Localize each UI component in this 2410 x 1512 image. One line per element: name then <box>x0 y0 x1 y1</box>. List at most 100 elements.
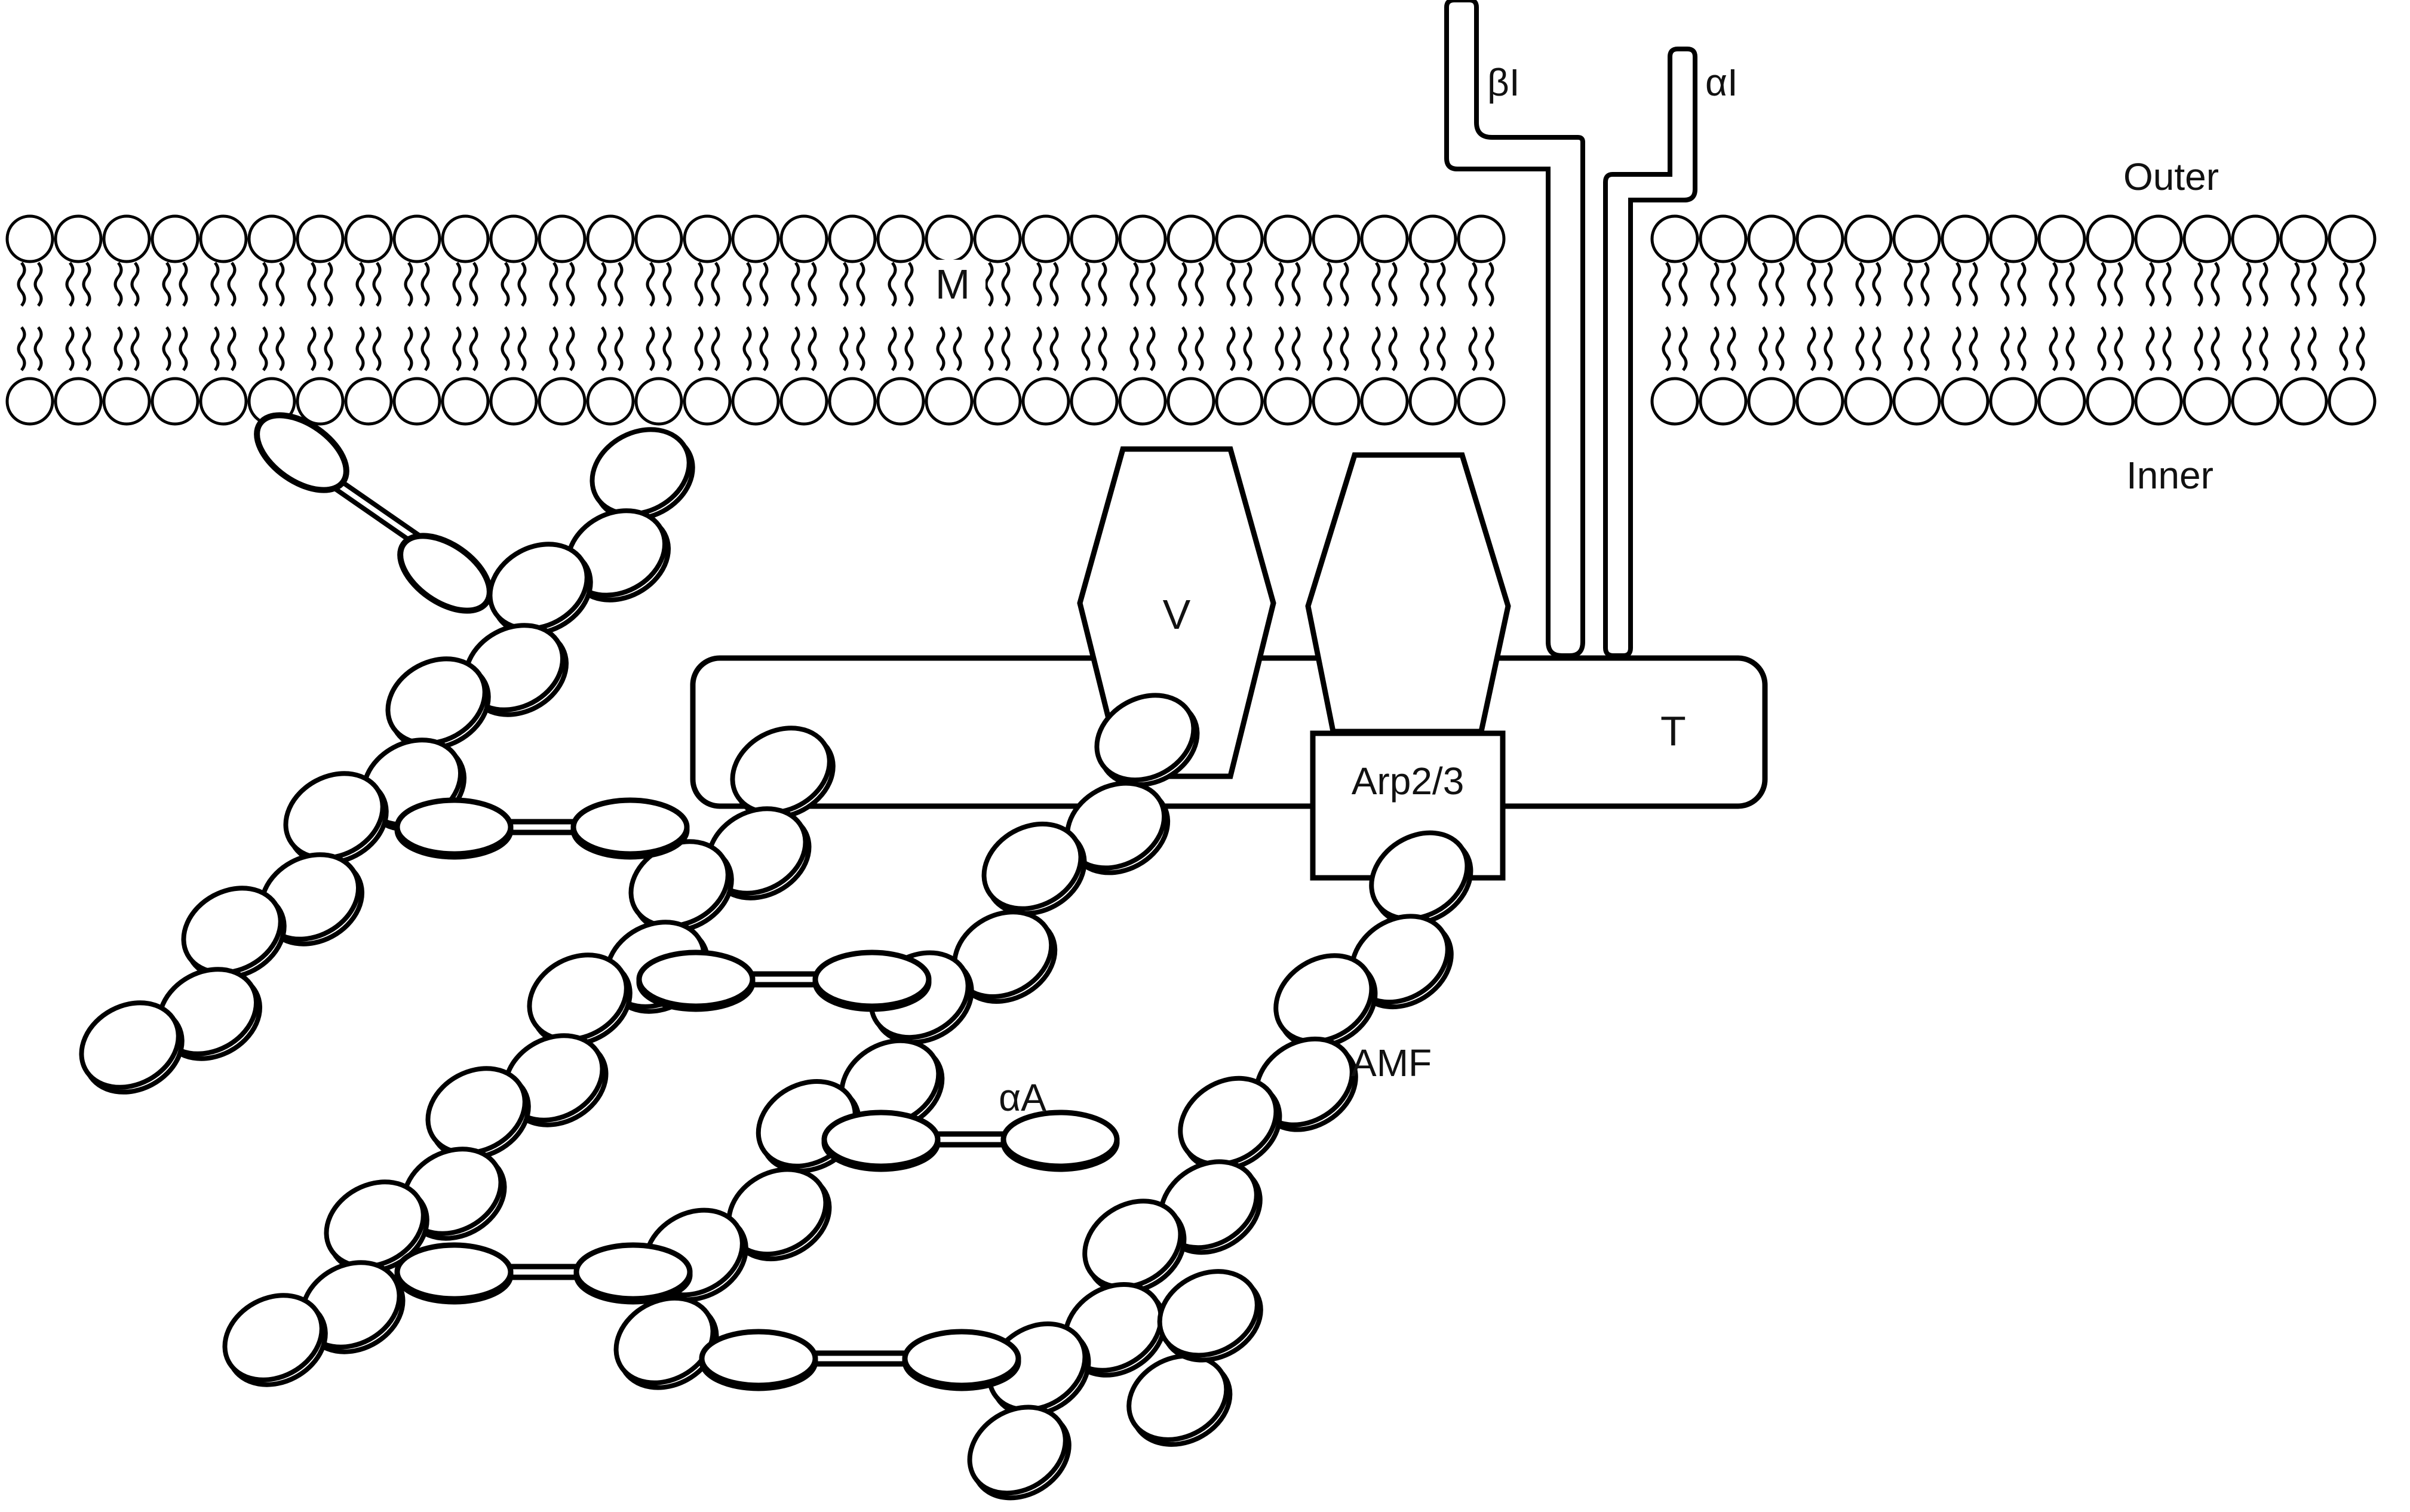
lipid-tail <box>404 262 413 307</box>
lipid-tail <box>646 262 655 307</box>
actin-monomer <box>385 656 487 746</box>
lipid-head <box>392 214 441 263</box>
lipid-head <box>973 214 1022 263</box>
lipid-tail <box>839 262 849 307</box>
lipid-tail <box>1727 326 1736 371</box>
lipid-tail <box>1226 326 1236 371</box>
lipid-tail <box>1952 326 1961 371</box>
lipid-tail <box>1033 262 1042 307</box>
alpha-actinin-head <box>570 797 690 857</box>
lipid-tail <box>597 326 607 371</box>
lipid-tail <box>1807 262 1816 307</box>
lipid-tail <box>1388 326 1398 371</box>
actin-monomer <box>79 1000 181 1090</box>
lipid-tail <box>856 262 865 307</box>
lipid-head <box>2279 214 2328 263</box>
lipid-head <box>151 377 199 426</box>
lipid-head <box>441 214 490 263</box>
lipid-tail <box>791 326 800 371</box>
lipid-tail <box>355 262 365 307</box>
lipid-head <box>2134 377 2183 426</box>
lipid-tail <box>2097 326 2107 371</box>
lipid-head <box>441 377 490 426</box>
lipid-tail <box>2242 262 2252 307</box>
lipid-tail <box>1662 326 1671 371</box>
lipid-tail <box>65 326 75 371</box>
lipid-tail <box>355 326 365 371</box>
lipid-tail <box>372 262 382 307</box>
lipid-head <box>2328 377 2377 426</box>
lipid-head <box>1941 377 1990 426</box>
lipid-tail <box>2097 262 2107 307</box>
lipid-head <box>1312 214 1361 263</box>
lipid-tail <box>1872 326 1881 371</box>
alpha-actinin-head <box>699 1329 818 1388</box>
lipid-head <box>1941 214 1990 263</box>
lipid-tail <box>2065 326 2075 371</box>
lipid-head <box>2231 377 2280 426</box>
lipid-head <box>151 214 199 263</box>
lipid-tail <box>259 326 268 371</box>
lipid-tail <box>2162 326 2172 371</box>
lipid-tail <box>711 326 720 371</box>
lipid-tail <box>1758 326 1768 371</box>
lipid-tail <box>82 262 91 307</box>
alpha-actinin-head <box>1000 1110 1120 1169</box>
lipid-tail <box>2356 262 2365 307</box>
lipid-tail <box>33 326 43 371</box>
lipid-tail <box>2291 326 2300 371</box>
lipid-tail <box>1275 262 1284 307</box>
actin-monomer <box>222 1293 324 1382</box>
lipid-tail <box>1081 262 1091 307</box>
lipid-head <box>925 214 974 263</box>
actin-monomer <box>1178 1075 1279 1167</box>
lipid-tail <box>742 326 752 371</box>
lipid-tail <box>711 262 720 307</box>
lipid-tail <box>1485 326 1494 371</box>
lipid-tail <box>2307 326 2317 371</box>
lipid-tail <box>1098 262 1107 307</box>
arp23-label: Arp2/3 <box>1352 760 1465 803</box>
lipid-head <box>1263 377 1312 426</box>
lipid-tail <box>953 326 962 371</box>
lipid-tail <box>791 262 800 307</box>
membrane-anchor <box>254 412 349 493</box>
lipid-head <box>1650 377 1699 426</box>
alpha-actinin-head <box>812 949 932 1009</box>
alpha-actinin-head <box>394 797 514 857</box>
lipid-tail <box>113 262 123 307</box>
membrane-linker <box>333 480 420 543</box>
alpha-integrin-label: αI <box>1705 61 1738 104</box>
lipid-tail <box>566 262 575 307</box>
membrane-anchor <box>397 533 493 614</box>
lipid-head <box>5 214 54 263</box>
actin-monomer <box>1369 830 1470 921</box>
lipid-tail <box>1758 262 1768 307</box>
lipid-head <box>296 377 345 426</box>
lipid-tail <box>1678 262 1688 307</box>
lipid-tail <box>2145 326 2155 371</box>
lipid-tail <box>1243 326 1252 371</box>
lipid-head <box>1795 377 1844 426</box>
lipid-tail <box>1920 326 1930 371</box>
actin-monomer <box>1157 1269 1260 1358</box>
lipid-tail <box>1775 326 1785 371</box>
lipid-head <box>54 214 103 263</box>
lipid-tail <box>694 326 704 371</box>
lipid-tail <box>2194 262 2203 307</box>
lipid-head <box>1070 214 1119 263</box>
lipid-tail <box>936 326 945 371</box>
lipid-bilayer-membrane <box>5 214 2377 426</box>
lipid-tail <box>179 326 188 371</box>
lipid-tail <box>452 326 462 371</box>
actin-monomer <box>425 1066 527 1155</box>
lipid-tail <box>1001 262 1011 307</box>
lipid-head <box>1166 214 1215 263</box>
lipid-tail <box>162 326 171 371</box>
lipid-tail <box>2339 262 2348 307</box>
lipid-tail <box>372 326 382 371</box>
lipid-tail <box>1049 326 1059 371</box>
lipid-tail <box>275 262 285 307</box>
lipid-tail <box>808 262 817 307</box>
actin-filament-label: AMF <box>1351 1041 1432 1084</box>
